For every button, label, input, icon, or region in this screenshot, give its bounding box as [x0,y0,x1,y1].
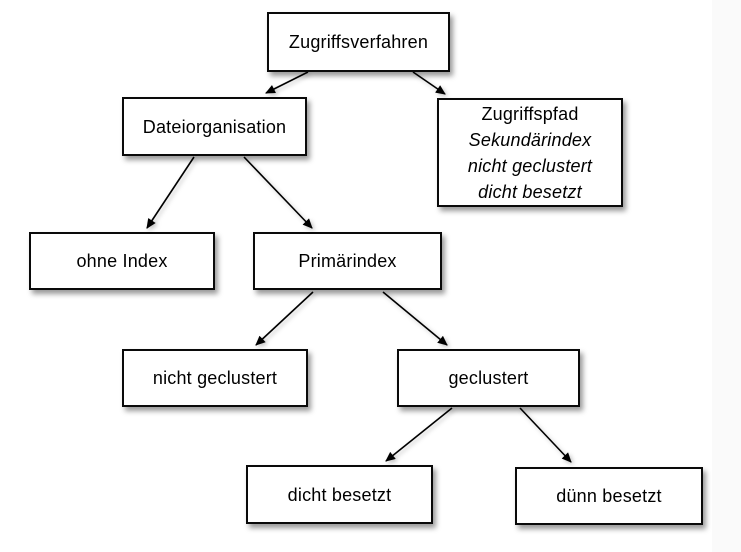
edge-primaerindex-geclustert [382,291,448,346]
node-label: nicht geclustert [152,368,278,388]
node-label: dünn besetzt [556,486,662,506]
node-label: ohne Index [76,251,168,271]
node-nicht-geclustert: nicht geclustert [122,349,308,407]
node-duenn-besetzt: dünn besetzt [515,467,703,525]
node-label-line-3: nicht geclustert [467,155,593,176]
node-dateiorganisation: Dateiorganisation [122,97,307,156]
node-geclustert: geclustert [397,349,580,407]
node-zugriffsverfahren: Zugriffsverfahren [267,12,450,72]
node-label: dicht besetzt [287,484,392,505]
edge-geclustert-duenn-besetzt [519,407,572,463]
node-label: Zugriffsverfahren [288,32,429,52]
edge-dateiorganisation-ohne-index [146,156,195,229]
node-label-line-4: dicht besetzt [478,181,582,202]
edge-zugriffsverfahren-dateiorganisation [265,71,309,94]
node-label-line-1: Zugriffspfad [481,103,579,124]
node-label: geclustert [448,368,529,388]
node-primaerindex: Primärindex [253,232,442,290]
node-zugriffspfad: Zugriffspfad Sekundärindex nicht geclust… [437,98,623,207]
page-right-margin [712,0,741,552]
node-label: Primärindex [298,251,397,271]
node-label-line-2: Sekundärindex [468,129,592,150]
node-dicht-besetzt: dicht besetzt [246,465,433,524]
edge-zugriffsverfahren-zugriffspfad [412,71,446,95]
edge-primaerindex-nicht-geclustert [255,291,314,346]
edge-dateiorganisation-primaerindex [243,156,313,229]
node-label: Dateiorganisation [142,116,287,137]
node-ohne-index: ohne Index [29,232,215,290]
edge-geclustert-dicht-besetzt [385,407,453,462]
